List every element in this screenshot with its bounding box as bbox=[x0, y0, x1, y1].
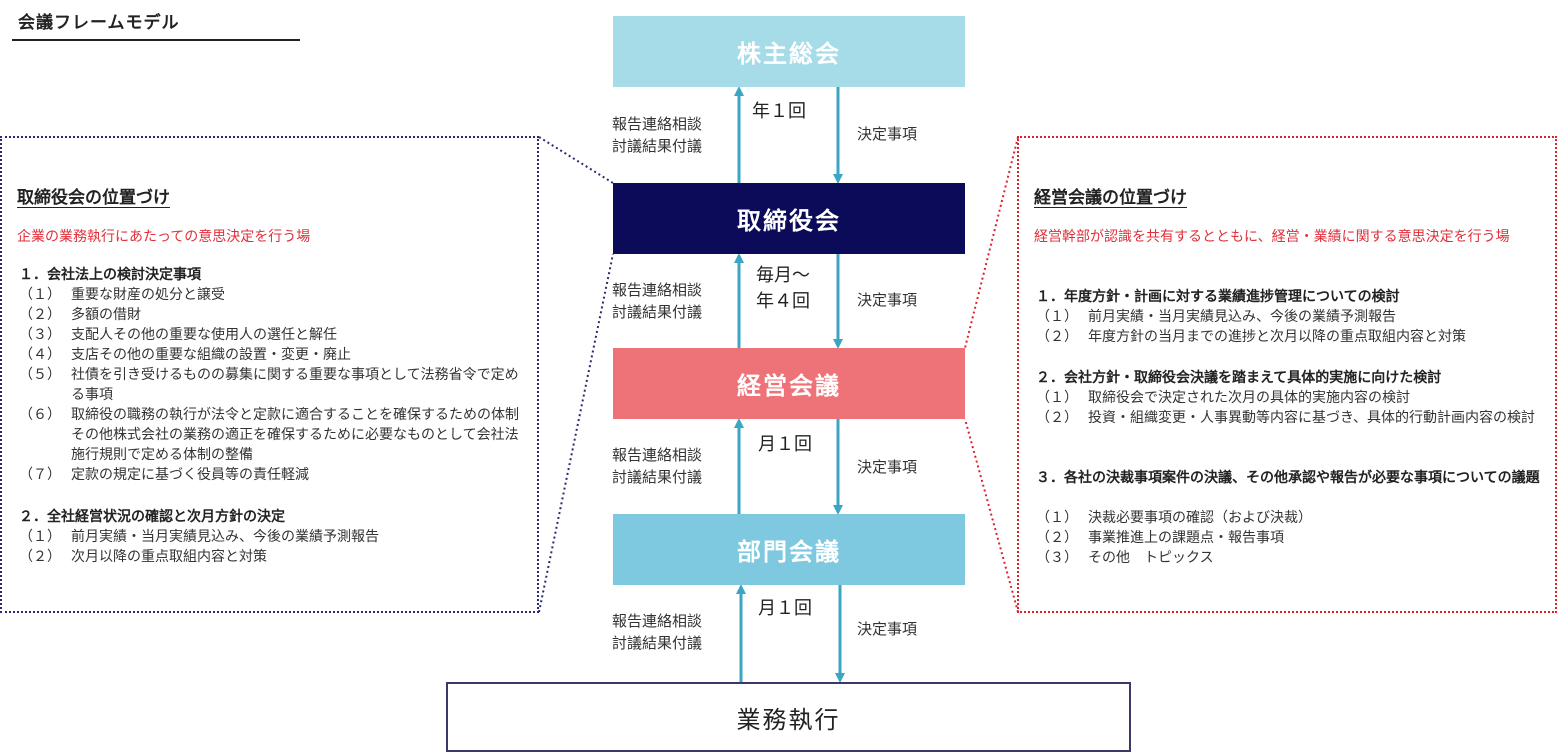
board-section-2-list: （１）前月実績・当月実績見込み、今後の業績予測報告 （２）次月以降の重点取組内容… bbox=[19, 527, 524, 567]
agm-box: 株主総会 bbox=[613, 16, 965, 87]
list-item: （２）次月以降の重点取組内容と対策 bbox=[19, 549, 267, 565]
board-section-1-heading: １．会社法上の検討決定事項 bbox=[19, 267, 201, 283]
list-item: （６）取締役の職務の執行が法令と定款に適合することを確保するための体制その他株式… bbox=[19, 407, 519, 463]
execution-box: 業務執行 bbox=[446, 682, 1131, 752]
list-item: （１）重要な財産の処分と譲受 bbox=[19, 287, 225, 303]
board-role-title: 取締役会の位置づけ bbox=[17, 188, 170, 208]
right-panel-connector-bottom bbox=[964, 418, 1019, 613]
up-label-4: 報告連絡相談討議結果付議 bbox=[612, 612, 703, 652]
board-role-panel bbox=[0, 136, 539, 613]
down-label-4: 決定事項 bbox=[857, 620, 918, 638]
list-item: （１）決裁必要事項の確認（および決裁） bbox=[1036, 510, 1312, 526]
up-label-3: 報告連絡相談討議結果付議 bbox=[612, 446, 703, 486]
list-item: （３）その他 トピックス bbox=[1036, 550, 1214, 566]
mgmt-section-2-heading: ２．会社方針・取締役会決議を踏まえて具体的実施に向けた検討 bbox=[1036, 370, 1442, 386]
freq-agm-board: 年１回 bbox=[752, 101, 806, 122]
mgmt-section-1-heading: １．年度方針・計画に対する業績進捗管理についての検討 bbox=[1036, 289, 1400, 305]
freq-dept-exec: 月１回 bbox=[758, 598, 812, 619]
freq-mgmt-dept: 月１回 bbox=[758, 434, 812, 455]
mgmt-section-3-list: （１）決裁必要事項の確認（および決裁） （２）事業推進上の課題点・報告事項 （３… bbox=[1036, 508, 1546, 568]
board-section-1-list: （１）重要な財産の処分と譲受 （２）多額の借財 （３）支配人その他の重要な使用人… bbox=[19, 285, 524, 485]
freq-board-mgmt: 毎月～年４回 bbox=[756, 265, 810, 312]
up-label-2: 報告連絡相談討議結果付議 bbox=[612, 281, 703, 321]
list-item: （１）前月実績・当月実績見込み、今後の業績予測報告 bbox=[1036, 309, 1396, 325]
list-item: （２）多額の借財 bbox=[19, 307, 141, 323]
left-panel-connector-top bbox=[538, 136, 614, 184]
list-item: （４）支店その他の重要な組織の設置・変更・廃止 bbox=[19, 347, 351, 363]
down-label-3: 決定事項 bbox=[857, 458, 918, 476]
down-label-1: 決定事項 bbox=[857, 125, 918, 143]
list-item: （２）投資・組織変更・人事異動等内容に基づき、具体的行動計画内容の検討 bbox=[1036, 410, 1536, 426]
management-role-panel bbox=[1017, 136, 1557, 613]
mgmt-section-3-heading: ３．各社の決裁事項案件の決議、その他承認や報告が必要な事項についての議題 bbox=[1036, 470, 1540, 486]
management-role-title: 経営会議の位置づけ bbox=[1034, 188, 1187, 208]
department-box: 部門会議 bbox=[613, 514, 965, 585]
management-box: 経営会議 bbox=[613, 348, 965, 419]
board-section-2-heading: ２．全社経営状況の確認と次月方針の決定 bbox=[19, 509, 285, 525]
down-label-2: 決定事項 bbox=[857, 291, 918, 309]
list-item: （２）年度方針の当月までの進捗と次月以降の重点取組内容と対策 bbox=[1036, 329, 1466, 345]
up-label-1: 報告連絡相談討議結果付議 bbox=[612, 115, 703, 155]
list-item: （３）支配人その他の重要な使用人の選任と解任 bbox=[19, 327, 337, 343]
list-item: （１）前月実績・当月実績見込み、今後の業績予測報告 bbox=[19, 529, 379, 545]
right-panel-connector-top bbox=[964, 136, 1019, 349]
board-role-purpose: 企業の業務執行にあたっての意思決定を行う場 bbox=[17, 229, 311, 245]
list-item: （２）事業推進上の課題点・報告事項 bbox=[1036, 530, 1284, 546]
list-item: （７）定款の規定に基づく役員等の責任軽減 bbox=[19, 467, 309, 483]
list-item: （１）取締役会で決定された次月の具体的実施内容の検討 bbox=[1036, 390, 1410, 406]
board-box: 取締役会 bbox=[613, 183, 965, 254]
mgmt-section-2-list: （１）取締役会で決定された次月の具体的実施内容の検討 （２）投資・組織変更・人事… bbox=[1036, 388, 1546, 428]
title-underline bbox=[12, 39, 300, 41]
list-item: （５）社債を引き受けるものの募集に関する重要な事項として法務省令で定める事項 bbox=[19, 367, 519, 403]
page-title: 会議フレームモデル bbox=[18, 13, 180, 33]
management-role-purpose: 経営幹部が認識を共有するとともに、経営・業績に関する意思決定を行う場 bbox=[1034, 229, 1510, 245]
left-panel-connector-bottom bbox=[538, 253, 614, 613]
mgmt-section-1-list: （１）前月実績・当月実績見込み、今後の業績予測報告 （２）年度方針の当月までの進… bbox=[1036, 307, 1546, 347]
